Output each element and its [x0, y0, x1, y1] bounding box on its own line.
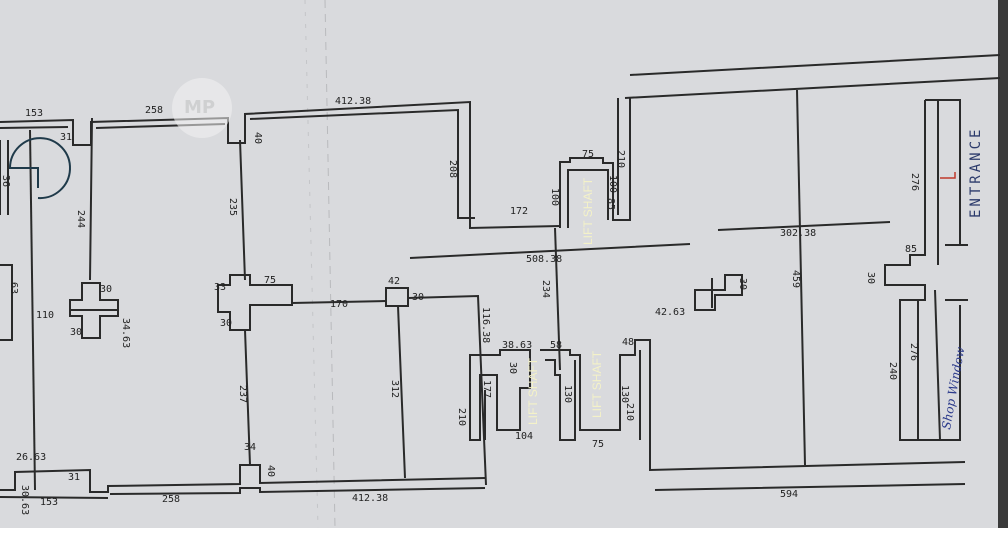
watermark-logo: MP	[172, 78, 232, 138]
dim-bottom-258: 258	[162, 494, 180, 505]
dim-top-412: 412.38	[335, 96, 371, 107]
dim-302: 302.38	[780, 228, 816, 239]
dim: 30	[412, 292, 424, 303]
dim: 30	[737, 278, 748, 290]
dim-508: 508.38	[526, 254, 562, 265]
dim: 110	[36, 310, 54, 321]
walls	[0, 54, 1001, 499]
dim: 100	[549, 188, 560, 206]
dim: 30	[220, 318, 232, 329]
dim: 38.63	[502, 340, 532, 351]
dim: 130	[562, 385, 573, 403]
dim: 63	[8, 282, 19, 294]
dim: 40	[252, 132, 263, 144]
dim: 276	[909, 173, 920, 191]
dim-bottom-153: 153	[40, 497, 58, 508]
lift-shaft-label: LIFT SHAFT	[581, 177, 595, 245]
lift-shaft-label: LIFT SHAFT	[590, 350, 604, 418]
dim: 30	[865, 272, 876, 284]
dim: 30.63	[19, 485, 30, 515]
entrance-door-mark	[940, 172, 956, 179]
dim: 30	[70, 327, 82, 338]
dim: 100	[607, 175, 618, 193]
dim-210b: 210	[624, 403, 635, 421]
dim: 42.63	[655, 307, 685, 318]
dim: 130	[619, 385, 630, 403]
dim: 26.63	[16, 452, 46, 463]
spiral-stair-icon	[8, 137, 71, 200]
dim-116: 116.38	[480, 307, 491, 343]
dim-235: 235	[227, 198, 238, 216]
dim-208: 208	[447, 160, 458, 178]
dim: 276	[908, 343, 919, 361]
dim: 240	[887, 362, 898, 380]
dim: 75	[582, 149, 594, 160]
dim: 30	[507, 362, 518, 374]
paper-edge	[998, 0, 1008, 528]
dim: 31	[60, 132, 72, 143]
dim-top-153: 153	[25, 108, 43, 119]
dim-210: 210	[456, 408, 467, 426]
fold-line	[304, 0, 319, 529]
dim-234: 234	[540, 280, 551, 298]
dim: 85	[905, 244, 917, 255]
dim: 33	[214, 282, 226, 293]
dim: 48	[622, 337, 634, 348]
fold-line	[324, 0, 336, 529]
dim-237: 237	[237, 385, 248, 403]
dim: 75	[592, 439, 604, 450]
dim: 31	[68, 472, 80, 483]
dim-244: 244	[75, 210, 86, 228]
dim: 58	[550, 340, 562, 351]
dim: 75	[264, 275, 276, 286]
dim: 104	[515, 431, 533, 442]
lift-shaft-label: LIFT SHAFT	[526, 357, 540, 425]
dim: 34	[244, 442, 256, 453]
dim: 40	[265, 465, 276, 477]
dim-bottom-412: 412.38	[352, 493, 388, 504]
dim-459: 459	[790, 270, 801, 288]
dim: 172	[510, 206, 528, 217]
dim: 42	[388, 276, 400, 287]
dim: 85	[605, 198, 616, 210]
dim-top-258: 258	[145, 105, 163, 116]
dim: 210	[615, 150, 626, 168]
dim: 170	[330, 299, 348, 310]
dim: 30	[100, 284, 112, 295]
entrance-label: ENTRANCE	[968, 127, 984, 218]
dim: 34.63	[120, 318, 131, 348]
dim-312: 312	[389, 380, 400, 398]
bottom-margin	[0, 528, 1008, 537]
dim: 36	[0, 175, 11, 187]
dimension-labels: 153 258 412.38 153 258 412.38 594 244 23…	[0, 96, 920, 515]
svg-text:MP: MP	[184, 97, 215, 118]
dim-bottom-594: 594	[780, 489, 798, 500]
dim: 177	[481, 380, 492, 398]
